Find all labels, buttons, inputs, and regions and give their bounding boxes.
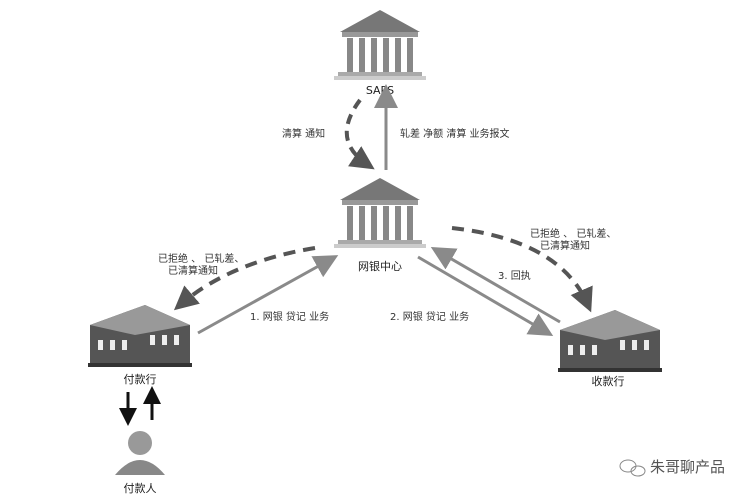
label-payee-notice-2: 已清算通知 bbox=[540, 239, 590, 252]
saps-bank-icon bbox=[334, 10, 426, 80]
label-payer-notice-1: 已拒绝 、 已轧差、 bbox=[158, 252, 244, 265]
label-payer-notice-2: 已清算通知 bbox=[168, 264, 218, 277]
watermark: 朱哥聊产品 bbox=[650, 458, 725, 476]
arrow-step3 bbox=[430, 246, 561, 324]
center-bank-icon bbox=[334, 178, 426, 248]
payer-person-icon bbox=[115, 431, 165, 475]
label-step3: 3. 回执 bbox=[498, 269, 531, 282]
node-saps: SAPS bbox=[366, 84, 394, 97]
payer-bank-icon bbox=[88, 305, 192, 367]
label-saps-notice: 清算 通知 bbox=[282, 127, 325, 140]
label-payee-notice-1: 已拒绝 、 已轧差、 bbox=[530, 227, 616, 240]
node-payee-bank: 收款行 bbox=[592, 374, 625, 388]
arrow-saps-to-center bbox=[344, 98, 375, 170]
arrow-center-to-payee-notice bbox=[451, 226, 593, 313]
arrow-step1 bbox=[197, 255, 339, 335]
wechat-icon bbox=[619, 459, 646, 477]
label-step2: 2. 网银 贷记 业务 bbox=[390, 310, 469, 323]
label-step1: 1. 网银 贷记 业务 bbox=[250, 310, 329, 323]
payee-bank-icon bbox=[558, 310, 662, 372]
label-center-to-saps: 轧差 净额 清算 业务报文 bbox=[400, 127, 510, 140]
node-center: 网银中心 bbox=[358, 259, 402, 273]
arrow-step2 bbox=[417, 255, 554, 337]
node-payer: 付款人 bbox=[124, 481, 157, 495]
node-payer-bank: 付款行 bbox=[124, 372, 157, 386]
